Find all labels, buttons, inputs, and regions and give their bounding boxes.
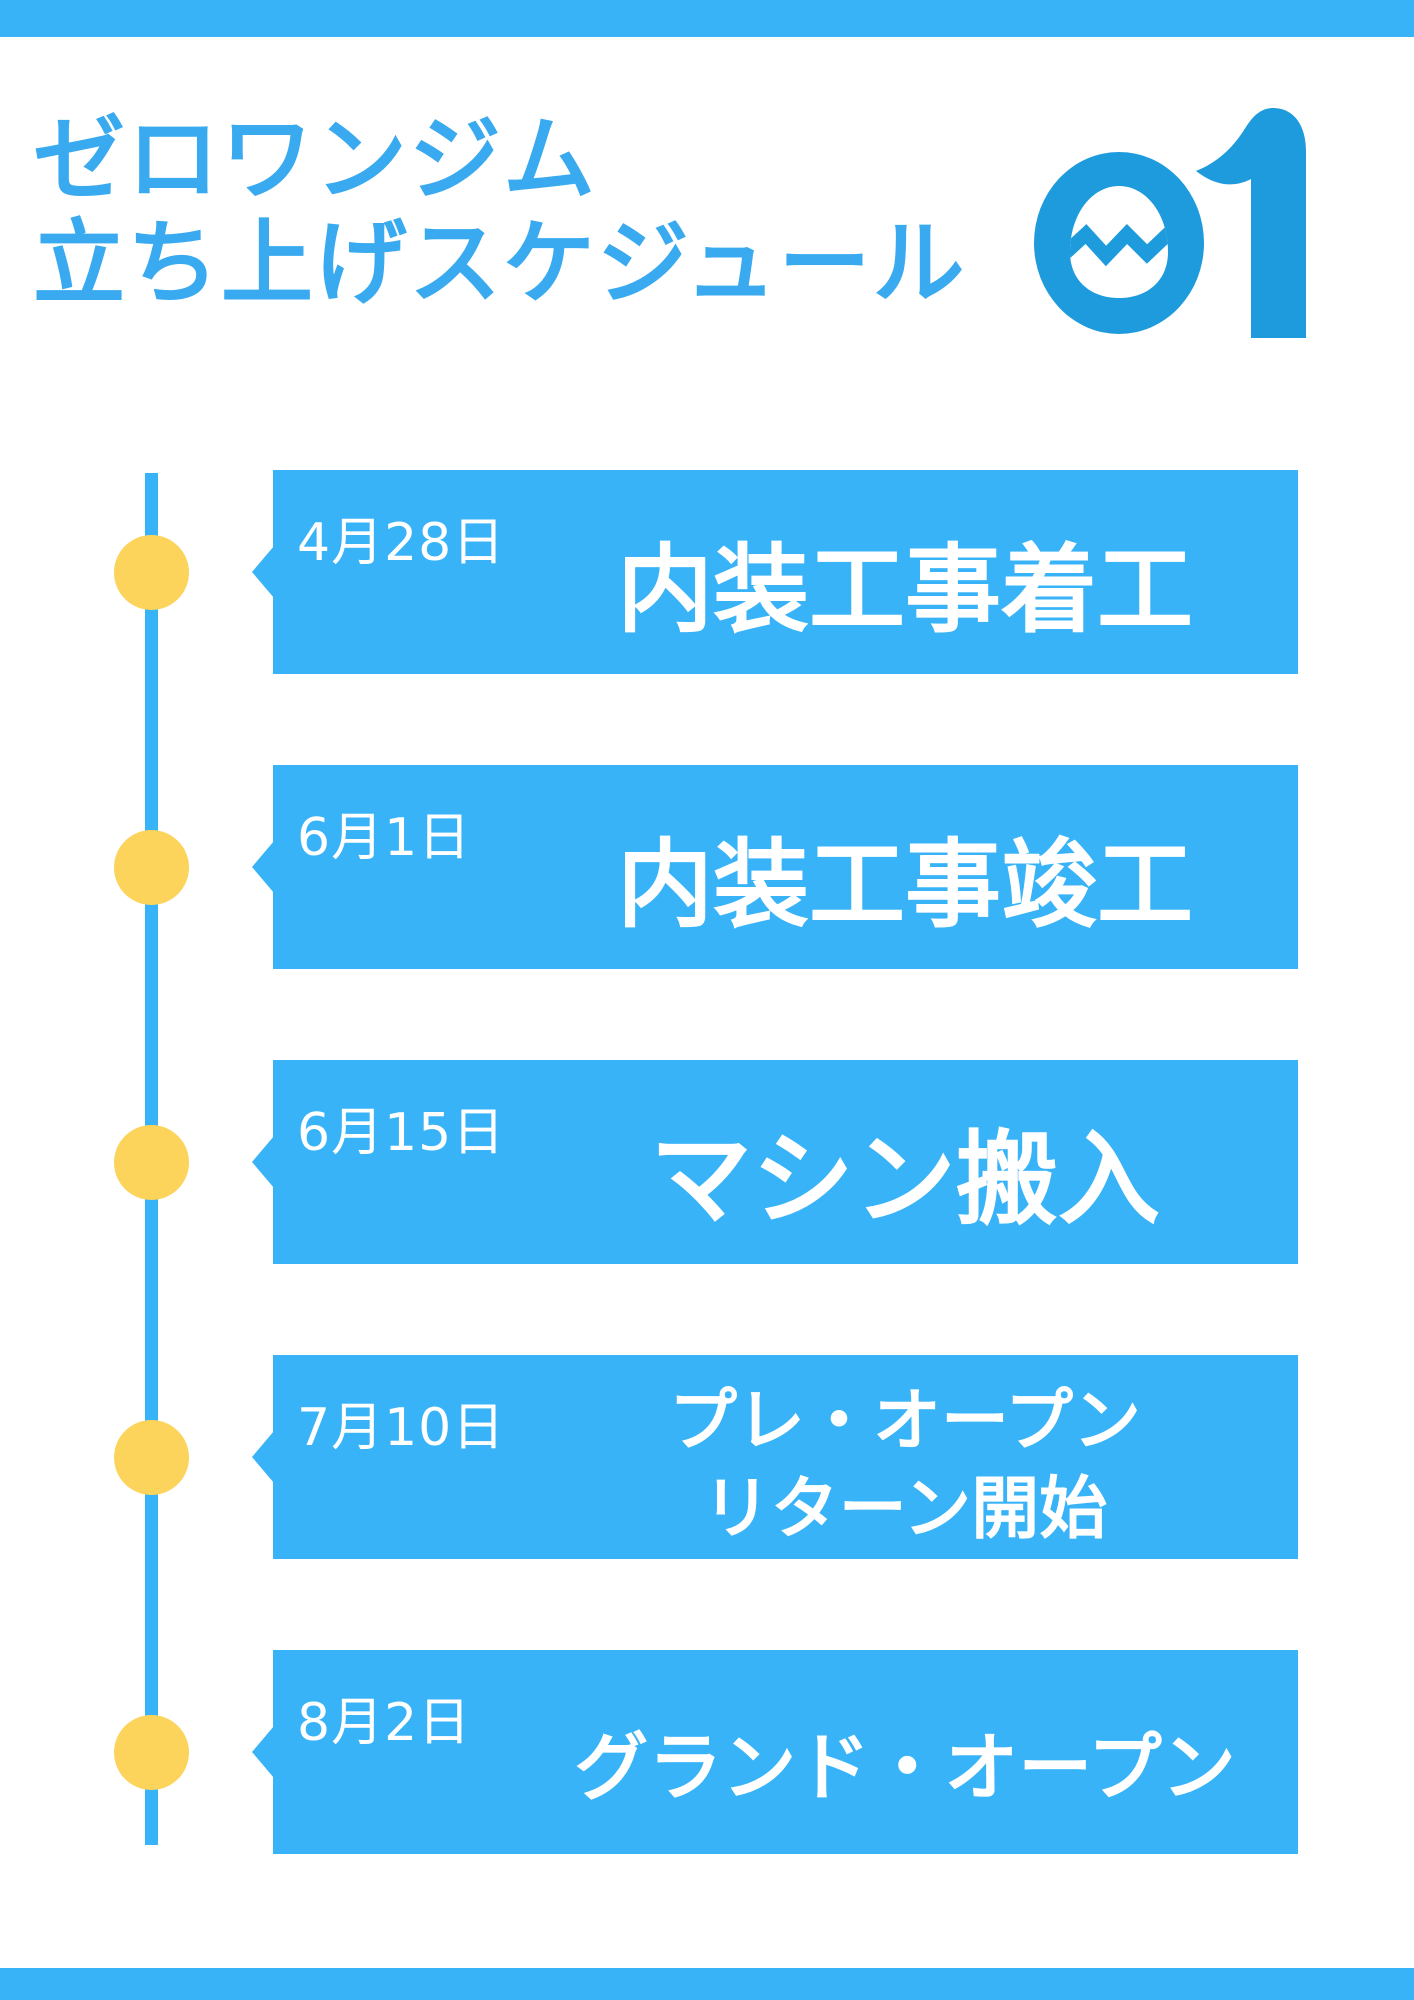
timeline-item: 7月10日 プレ・オープン リターン開始 (252, 1355, 1298, 1559)
timeline-date: 6月15日 (297, 1103, 506, 1163)
timeline-event-title: グランド・オープン (574, 1724, 1236, 1811)
timeline-date: 7月10日 (297, 1398, 506, 1458)
timeline-date: 8月2日 (297, 1693, 472, 1753)
timeline-event-title: 内装工事竣工 (617, 828, 1193, 941)
timeline-marker-dot (114, 1420, 189, 1495)
timeline-item: 8月2日 グランド・オープン (252, 1650, 1298, 1854)
timeline-event-title: プレ・オープン リターン開始 (669, 1382, 1141, 1549)
timeline-marker-dot (114, 1125, 189, 1200)
page-title: ゼロワンジム 立ち上げスケジュール (33, 108, 967, 316)
logo-one-shape (1196, 108, 1306, 338)
timeline-item: 6月1日 内装工事竣工 (252, 765, 1298, 969)
timeline-date: 4月28日 (297, 513, 506, 573)
page-title-line1: ゼロワンジム (33, 106, 598, 213)
timeline-item: 6月15日 マシン搬入 (252, 1060, 1298, 1264)
timeline-event-title: 内装工事着工 (617, 533, 1193, 646)
timeline-item: 4月28日 内装工事着工 (252, 470, 1298, 674)
left-arrow-notch (252, 1726, 274, 1778)
timeline-date: 6月1日 (297, 808, 472, 868)
page-title-line2: 立ち上げスケジュール (33, 210, 967, 317)
left-arrow-notch (252, 1431, 274, 1483)
timeline-marker-dot (114, 830, 189, 905)
left-arrow-notch (252, 841, 274, 893)
timeline-marker-dot (114, 1715, 189, 1790)
timeline-marker-dot (114, 535, 189, 610)
bottom-accent-bar (0, 1968, 1414, 2000)
zero-one-egg-logo (1034, 108, 1306, 338)
logo-egg-crack-zigzag (1070, 223, 1168, 267)
left-arrow-notch (252, 1136, 274, 1188)
top-accent-bar (0, 0, 1414, 37)
timeline-event-title: マシン搬入 (650, 1120, 1160, 1240)
left-arrow-notch (252, 546, 274, 598)
